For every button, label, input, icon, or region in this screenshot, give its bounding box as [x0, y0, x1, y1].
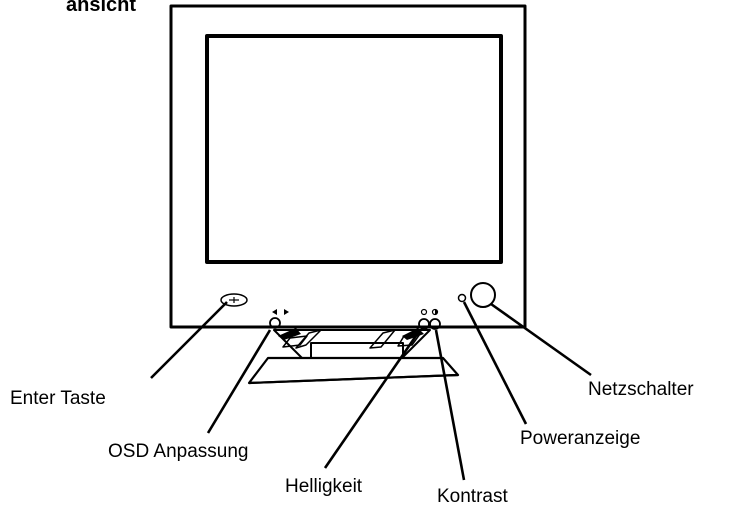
label-poweranzeige: Poweranzeige [520, 428, 641, 449]
diagram-title: ansicht [66, 0, 137, 16]
leader-lines [150, 301, 592, 481]
enter-button [220, 293, 248, 307]
osd-left-arrow-icon [272, 309, 277, 315]
brightness-icon [420, 308, 428, 316]
monitor-screen [205, 34, 503, 264]
power-switch [470, 282, 496, 308]
label-enter-taste: Enter Taste [10, 388, 106, 409]
osd-right-arrow-icon [284, 309, 289, 315]
label-osd-anpassung: OSD Anpassung [108, 441, 249, 462]
label-netzschalter: Netzschalter [588, 379, 694, 400]
label-helligkeit: Helligkeit [285, 476, 363, 497]
power-led [457, 293, 467, 303]
label-kontrast: Kontrast [437, 486, 508, 507]
monitor-bezel [169, 4, 527, 329]
